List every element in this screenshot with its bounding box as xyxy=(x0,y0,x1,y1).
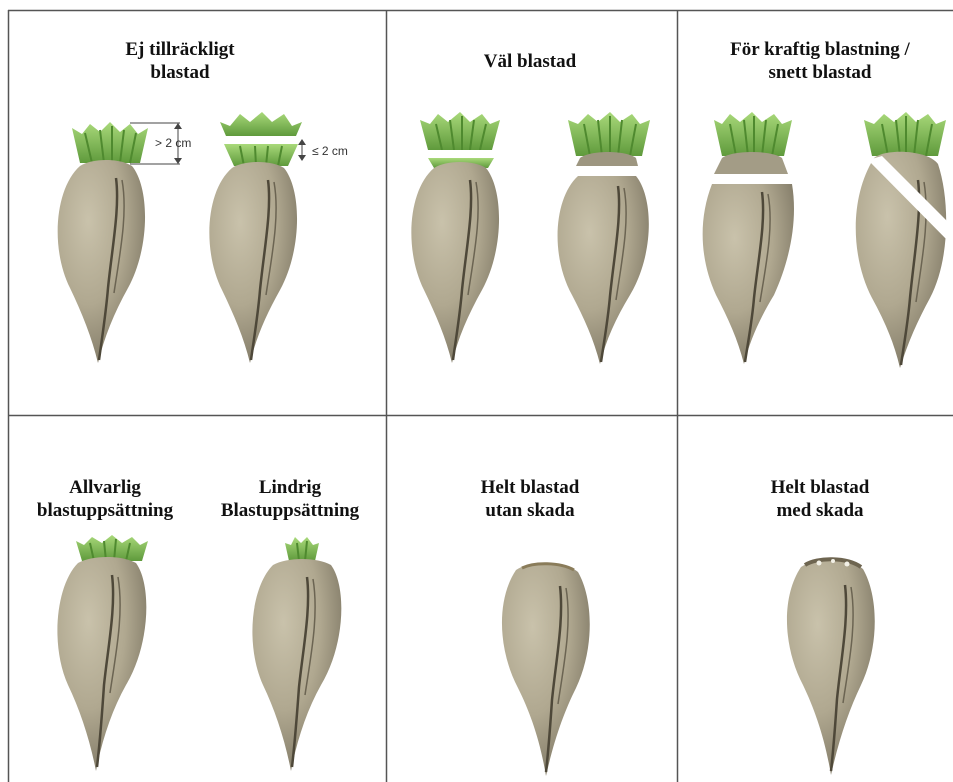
panel-title-line: Helt blastad xyxy=(710,476,930,499)
beet-tops-mild xyxy=(245,535,365,775)
beet-fully-no-damage xyxy=(490,560,600,780)
panel-title-line: Lindrig xyxy=(200,476,380,499)
measurement-greater: > 2 cm xyxy=(130,120,210,170)
beet-well-2 xyxy=(550,110,680,368)
beet-excessive-1 xyxy=(694,110,824,368)
panel-title-well: Väl blastad xyxy=(420,50,640,73)
panel-title-line: Väl blastad xyxy=(420,50,640,73)
panel-title-fully-no-damage: Helt blastad utan skada xyxy=(420,476,640,522)
beet-fully-damaged xyxy=(775,555,885,780)
beet-slanted-2 xyxy=(838,110,953,372)
measurement-label: ≤ 2 cm xyxy=(312,144,348,158)
leaf-crown-icon xyxy=(568,112,650,156)
panel-title-line: med skada xyxy=(710,499,930,522)
panel-title-insufficient: Ej tillräckligt blastad xyxy=(70,38,290,84)
measurement-label: > 2 cm xyxy=(155,136,191,150)
panel-title-tops-mild: Lindrig Blastuppsättning xyxy=(200,476,380,522)
panel-title-line: För kraftig blastning / xyxy=(695,38,945,61)
leaf-crown-icon xyxy=(76,535,148,561)
leaf-crown-icon xyxy=(285,537,319,561)
panel-title-line: Helt blastad xyxy=(420,476,640,499)
panel-title-line: Blastuppsättning xyxy=(200,499,380,522)
leaf-crown-icon xyxy=(420,112,506,168)
panel-title-line: blastad xyxy=(70,61,290,84)
panel-title-tops-severe: Allvarlig blastuppsättning xyxy=(10,476,200,522)
leaf-crown-icon xyxy=(864,112,946,156)
panel-title-line: snett blastad xyxy=(695,61,945,84)
leaf-crown-icon xyxy=(220,112,306,166)
beet-well-1 xyxy=(402,110,532,368)
panel-title-fully-damaged: Helt blastad med skada xyxy=(710,476,930,522)
beet-tops-severe xyxy=(50,535,170,775)
panel-title-line: utan skada xyxy=(420,499,640,522)
panel-title-line: Allvarlig xyxy=(10,476,200,499)
panel-title-excessive: För kraftig blastning / snett blastad xyxy=(695,38,945,84)
measurement-less-equal: ≤ 2 cm xyxy=(296,138,376,168)
panel-title-line: Ej tillräckligt xyxy=(70,38,290,61)
panel-title-line: blastuppsättning xyxy=(10,499,200,522)
leaf-crown-icon xyxy=(714,112,792,156)
